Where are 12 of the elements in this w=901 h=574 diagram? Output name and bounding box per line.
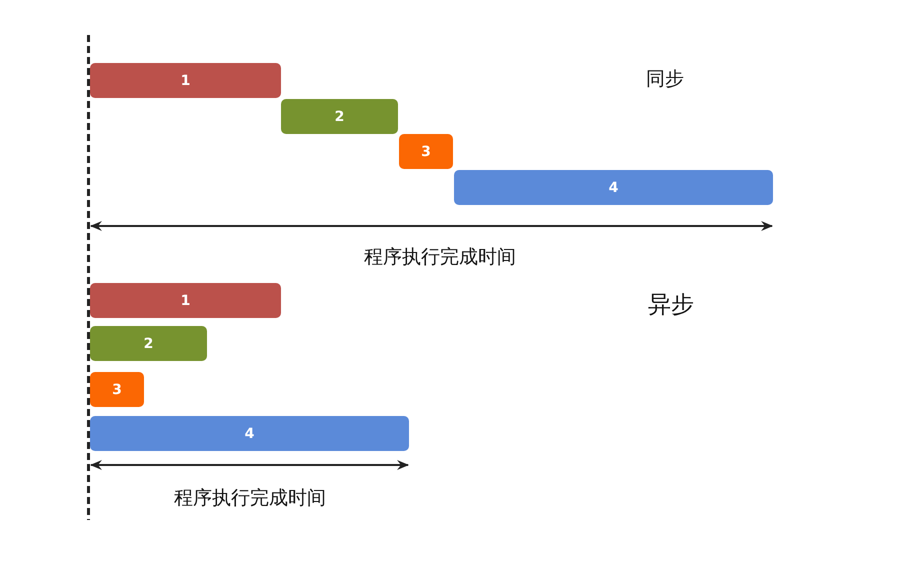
task-bar: 1 bbox=[90, 283, 281, 318]
task-bar: 1 bbox=[90, 63, 281, 98]
section-title: 异步 bbox=[648, 292, 694, 320]
section-title: 同步 bbox=[646, 68, 684, 91]
task-bar: 4 bbox=[454, 170, 773, 205]
task-bar: 2 bbox=[281, 99, 398, 134]
task-bar: 2 bbox=[90, 326, 207, 361]
task-bar: 3 bbox=[399, 134, 453, 169]
task-bar: 3 bbox=[90, 372, 144, 407]
dimension-label: 程序执行完成时间 bbox=[174, 487, 326, 510]
task-bar: 4 bbox=[90, 416, 409, 451]
dimension-label: 程序执行完成时间 bbox=[364, 246, 516, 269]
